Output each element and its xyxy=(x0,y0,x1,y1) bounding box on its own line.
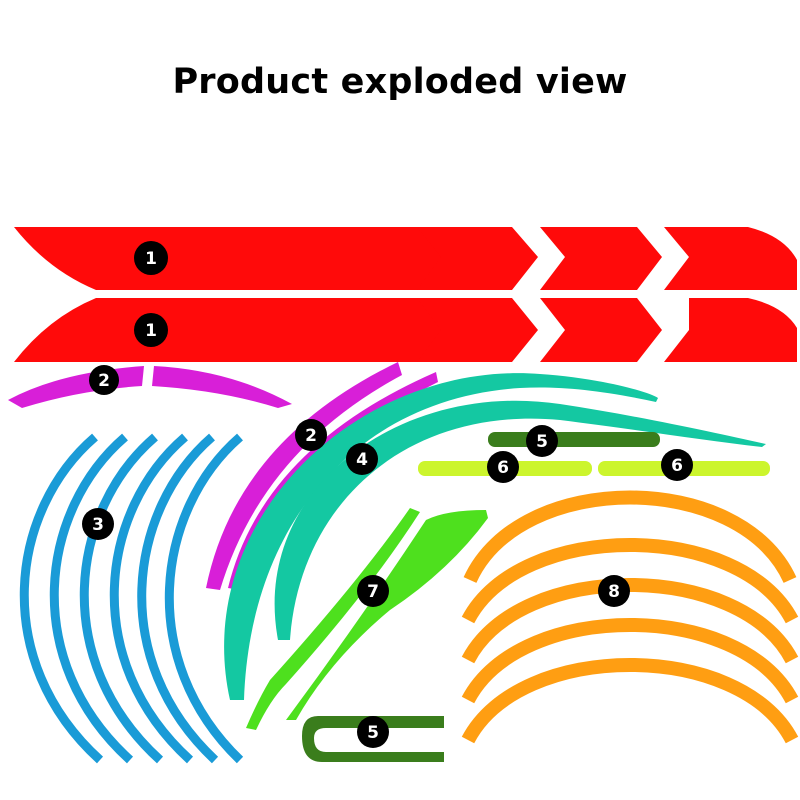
stripe-top-chevron-3 xyxy=(664,227,797,290)
stripe-top-main xyxy=(14,227,466,290)
stripe-top-chevron-2 xyxy=(540,227,662,290)
stripe-top-chevron-1 xyxy=(417,227,538,290)
page-title: Product exploded view xyxy=(172,62,628,102)
stripe-bottom-chevron-3 xyxy=(664,298,797,362)
piece-5-hook xyxy=(302,716,444,762)
callout-5a-label: 5 xyxy=(536,432,548,452)
callout-5b: 5 xyxy=(357,716,389,748)
callout-2a: 2 xyxy=(89,365,119,395)
callout-7-label: 7 xyxy=(367,582,379,602)
callout-1b: 1 xyxy=(134,313,168,347)
callout-2b: 2 xyxy=(295,419,327,451)
blade-7-wide xyxy=(286,510,488,720)
callout-3-label: 3 xyxy=(92,515,104,535)
part-7-blades xyxy=(246,508,488,730)
callout-markers: 1 1 2 2 3 4 5 5 6 6 7 8 xyxy=(82,241,693,748)
arc-2-top-left xyxy=(8,366,144,408)
callout-8-label: 8 xyxy=(608,582,620,602)
part-8-arcs xyxy=(461,490,799,744)
part-3-arcs xyxy=(19,433,244,764)
part-6-strips xyxy=(418,461,770,476)
callout-3: 3 xyxy=(82,508,114,540)
callout-7: 7 xyxy=(357,575,389,607)
callout-6a: 6 xyxy=(487,451,519,483)
callout-6b-label: 6 xyxy=(671,456,683,476)
callout-6b: 6 xyxy=(661,449,693,481)
part-4-swooshes xyxy=(224,373,766,700)
callout-1a-label: 1 xyxy=(145,249,157,269)
blade-7-thin xyxy=(246,508,420,730)
callout-2a-label: 2 xyxy=(98,371,110,391)
part-1-stripes xyxy=(14,227,797,362)
swoosh-4-outer xyxy=(224,373,658,700)
callout-5b-label: 5 xyxy=(367,723,379,743)
part-2-arcs xyxy=(8,362,438,590)
callout-1a: 1 xyxy=(134,241,168,275)
stripe-bottom-main xyxy=(14,298,466,362)
callout-8: 8 xyxy=(598,575,630,607)
callout-4-label: 4 xyxy=(356,450,368,470)
stripe-bottom-chevron-1 xyxy=(417,298,538,362)
callout-2b-label: 2 xyxy=(305,426,317,446)
stripe-bottom-chevron-2 xyxy=(540,298,662,362)
callout-6a-label: 6 xyxy=(497,458,509,478)
callout-5a: 5 xyxy=(526,425,558,457)
arc-2-large-outer xyxy=(206,362,402,590)
callout-4: 4 xyxy=(346,443,378,475)
callout-1b-label: 1 xyxy=(145,321,157,341)
arc-2-top-right xyxy=(152,366,292,408)
